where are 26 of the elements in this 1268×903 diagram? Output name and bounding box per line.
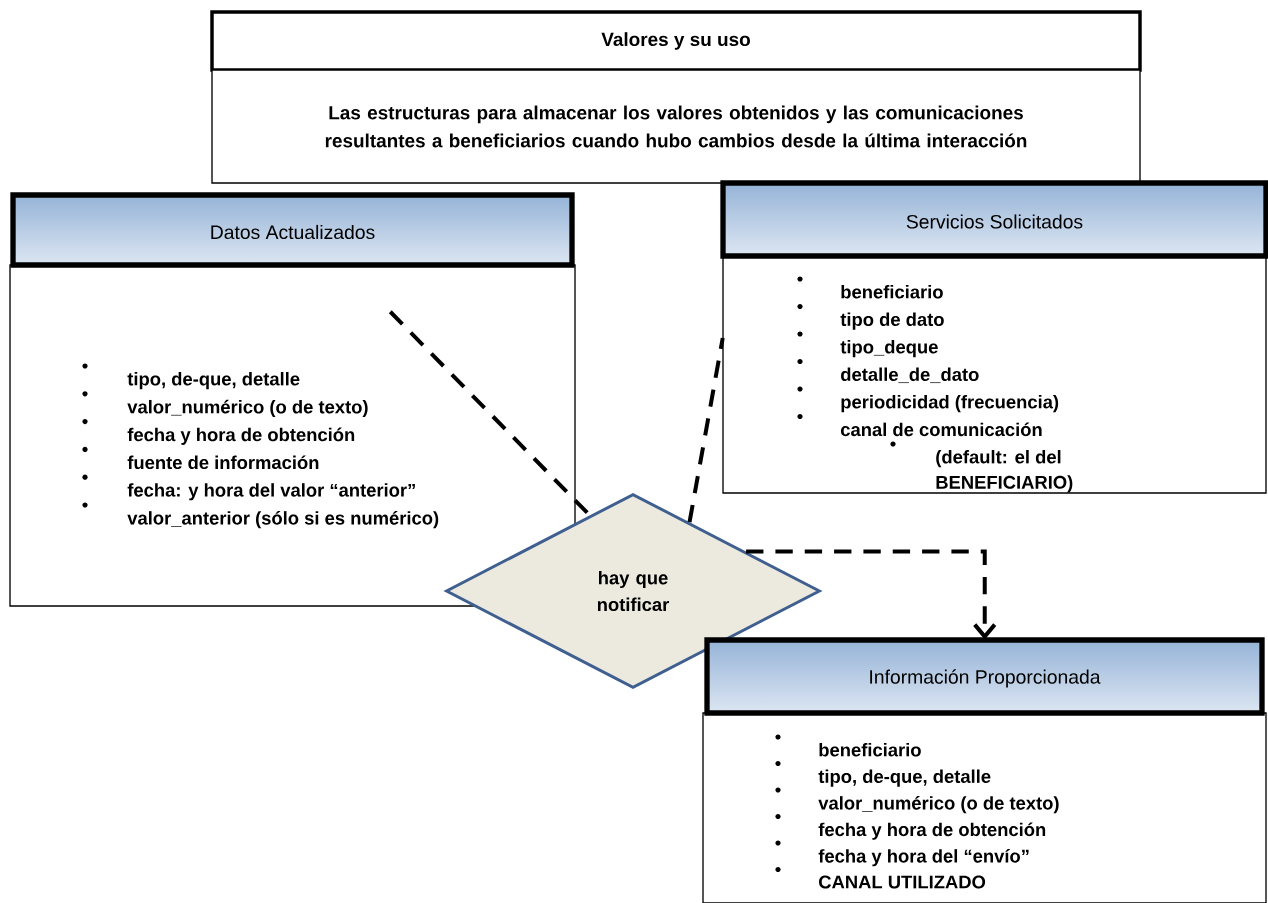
description-box: Las estructuras para almacenar los valores obtenidos y las comunicaciones resultantes a beneficiarios cuando hubo cambios desde la última interacción	[211, 69, 1141, 184]
list-item: tipo, de-que, detalle	[82, 363, 300, 390]
list-item: canal de comunicación	[797, 413, 1042, 437]
table-header: Datos Actualizados	[10, 192, 575, 268]
list-item: fecha y hora de obtención	[775, 813, 1046, 840]
list-item: tipo_deque	[797, 331, 938, 358]
list-item: fecha: y hora del valor “anterior”	[82, 474, 415, 501]
list-item: tipo, de-que, detalle	[775, 760, 991, 787]
list-item: (default: el del BENEFICIARIO)	[890, 441, 1073, 493]
list-item: valor_anterior (sólo si es numérico)	[82, 502, 439, 529]
list-item: fecha y hora del “envío”	[775, 840, 1029, 867]
list-item: fuente de información	[82, 446, 319, 470]
table-header: Información Proporcionada	[704, 637, 1265, 716]
title-box: Valores y su uso	[210, 10, 1142, 72]
list-item: beneficiario	[775, 734, 921, 757]
list-item: tipo de dato	[797, 303, 944, 330]
arrow	[746, 549, 997, 640]
list-item: fecha y hora de obtención	[82, 419, 355, 445]
connector-line	[687, 337, 725, 523]
table-header: Servicios Solicitados	[720, 180, 1268, 259]
list-item: valor_numérico (o de texto)	[82, 391, 368, 418]
list-item: detalle_de_dato	[797, 358, 979, 384]
list-item: CANAL UTILIZADO	[775, 866, 986, 889]
list-item: beneficiario	[797, 276, 943, 299]
list-item: valor_numérico (o de texto)	[775, 787, 1059, 814]
list-item: periodicidad (frecuencia)	[797, 386, 1059, 413]
